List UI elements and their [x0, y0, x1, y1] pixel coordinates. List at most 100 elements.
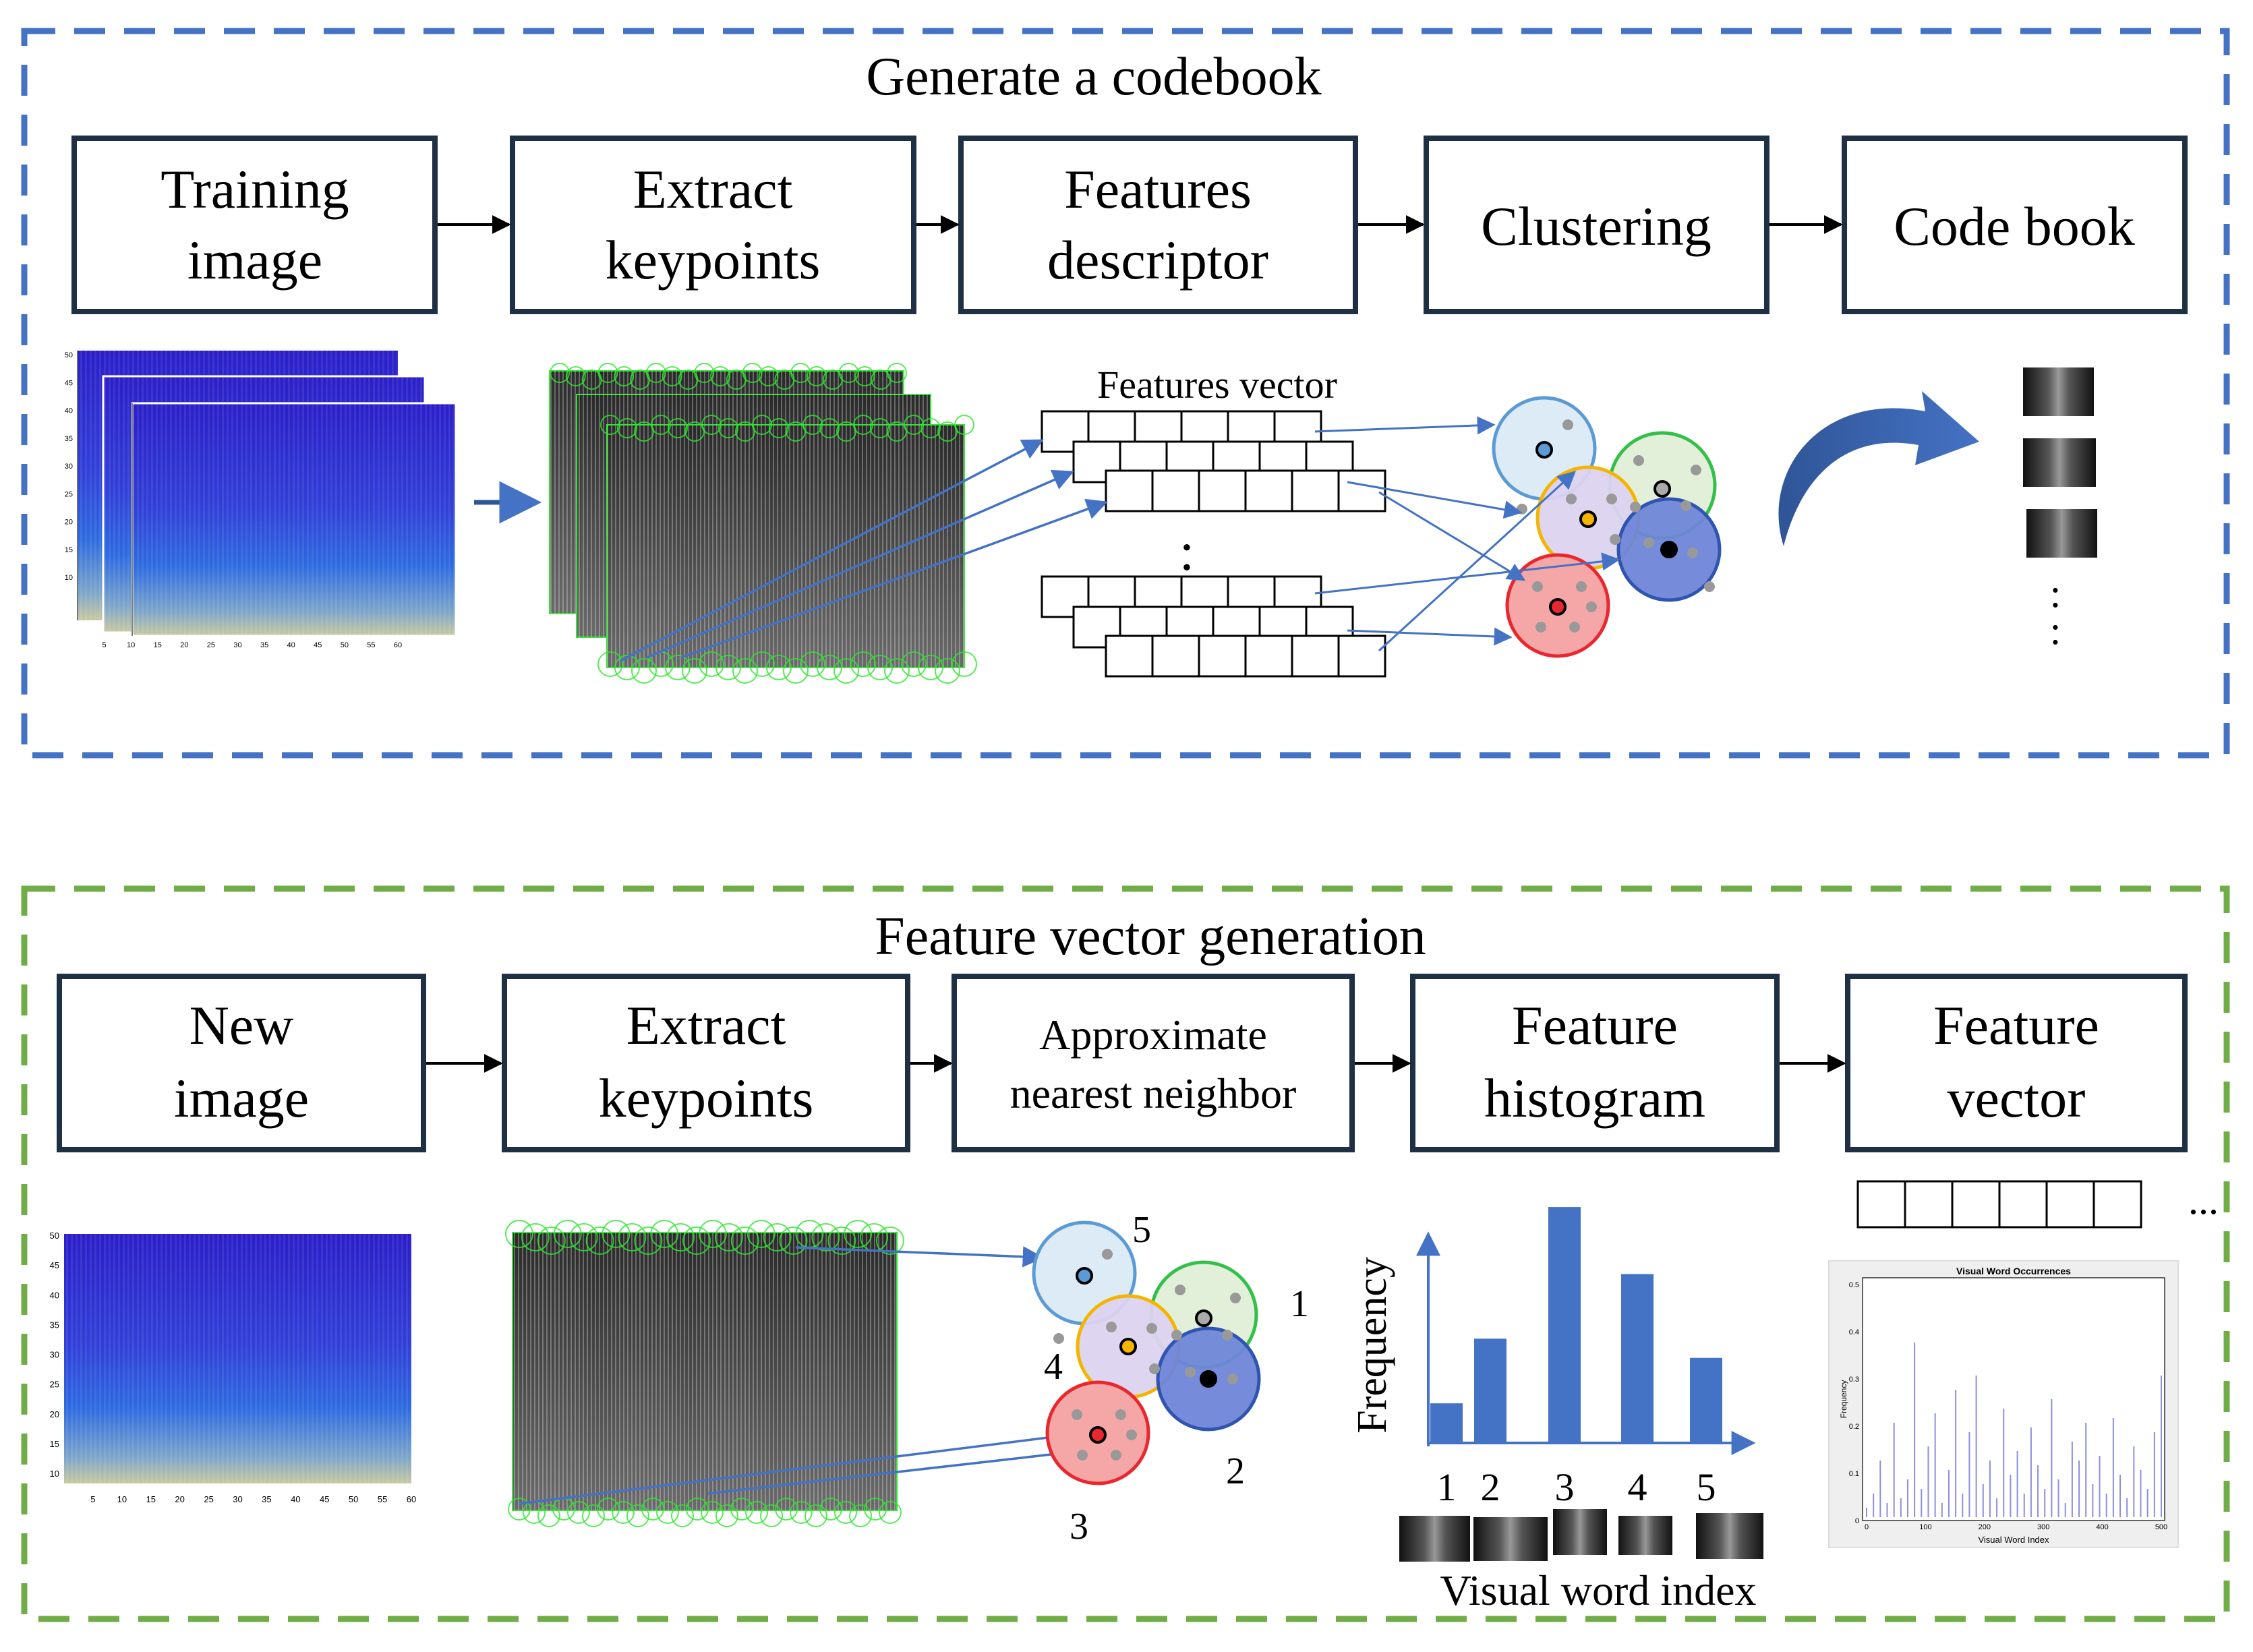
step-label-line2: image	[187, 229, 322, 291]
keypoint-circle	[800, 651, 825, 677]
codebook-step-features-descriptor: Features descriptor	[958, 136, 1358, 314]
feature-vector-ellipsis: ...	[2188, 1178, 2219, 1222]
generation-title: Feature vector generation	[875, 907, 1426, 966]
x-tick-label: 60	[394, 641, 402, 649]
keypoint-circle	[585, 1227, 614, 1255]
x-tick-label: 30	[233, 641, 241, 649]
keypoint-circle	[884, 658, 910, 684]
keypoint-circle	[749, 651, 775, 677]
clustering-to-codebook-arrow	[1778, 391, 1979, 546]
keypoint-circle	[597, 1498, 620, 1521]
keypoint-circle	[645, 363, 666, 383]
keypoint-circle	[641, 1498, 664, 1521]
keypoint-circle	[730, 1227, 759, 1255]
x-tick-label: 25	[207, 641, 215, 649]
keypoint-circle	[844, 1220, 873, 1248]
step-label-line2: keypoints	[599, 1067, 814, 1129]
keypoint-circle	[686, 1498, 709, 1521]
keypoint-circle	[752, 415, 772, 435]
cluster-number: 5	[1132, 1209, 1151, 1251]
step-label-line2: nearest neighbor	[1010, 1069, 1297, 1117]
keypoint-circle	[952, 651, 977, 677]
keypoint-circle	[887, 363, 907, 383]
mini-plot-ylabel: Frequency	[1839, 1380, 1848, 1419]
keypoint-circle	[763, 1223, 792, 1251]
codebook-step-extract-keypoints: Extract keypoints	[510, 136, 916, 314]
keypoint-circle	[904, 415, 924, 435]
keypoint-circle	[954, 415, 974, 435]
y-tick-label: 20	[50, 1409, 59, 1419]
x-tick-label: 50	[349, 1494, 358, 1504]
keypoint-circle	[783, 658, 809, 684]
visual-word-thumb	[1618, 1516, 1672, 1555]
keypoint-circle	[854, 366, 875, 386]
keypoint-circle	[745, 1501, 768, 1524]
visual-word-thumbnails	[1399, 1509, 1763, 1562]
keypoint-circle	[806, 366, 827, 386]
vector-to-cluster-arrow	[1378, 491, 1526, 581]
mini-y-tick: 0	[1855, 1517, 1859, 1525]
step-label-line2: vector	[1948, 1067, 2086, 1129]
generation-section-border	[21, 885, 2230, 1622]
keypoint-circle	[876, 1227, 904, 1255]
keypoint-circle	[553, 1220, 582, 1248]
x-tick-label: 60	[407, 1494, 416, 1504]
keypoint-circle	[665, 655, 691, 680]
keypoint-circle	[701, 415, 722, 435]
keypoint-to-cluster-arrow	[795, 1246, 1045, 1268]
visual-word-thumb	[1399, 1516, 1470, 1562]
y-tick-label: 45	[65, 379, 73, 387]
mini-x-tick: 400	[2096, 1523, 2108, 1531]
keypoint-circle	[597, 651, 623, 677]
cluster-diagram-bottom	[1032, 1220, 1261, 1485]
keypoint-circle	[730, 1498, 753, 1521]
keypoint-circle	[701, 1501, 724, 1524]
y-tick-label: 30	[65, 463, 73, 471]
x-tick-label: 30	[233, 1494, 242, 1504]
step-label-line2: descriptor	[1047, 229, 1268, 291]
keypoint-circle	[668, 418, 688, 438]
keypoint-circle	[597, 363, 618, 383]
keypoint-circle	[901, 651, 927, 677]
y-tick-label: 10	[50, 1469, 59, 1479]
visual-word-occurrences-plot	[1828, 1260, 2179, 1548]
x-tick-label: 5	[103, 641, 107, 649]
cluster-number: 4	[1044, 1346, 1063, 1388]
keypoint-circle	[817, 655, 842, 680]
histogram-bar	[1621, 1274, 1654, 1442]
step-label-line1: Approximate	[1039, 1011, 1267, 1059]
mini-plot-bars	[1866, 1343, 2162, 1517]
keypoint-circle	[682, 658, 707, 684]
keypoint-to-vector-arrow	[680, 498, 1108, 659]
vector-to-cluster-arrow	[1314, 416, 1496, 435]
mini-y-tick: 0.5	[1849, 1281, 1859, 1289]
histogram-bar	[1474, 1338, 1506, 1442]
keypoint-circle	[710, 366, 731, 386]
x-tick-label: 55	[367, 641, 375, 649]
keypoint-circle	[918, 655, 943, 680]
mini-plot-title: Visual Word Occurrences	[1956, 1266, 2071, 1276]
keypoint-to-cluster-arrow	[519, 1424, 1088, 1505]
mini-x-tick: 500	[2155, 1523, 2167, 1531]
keypoint-circle	[790, 363, 811, 383]
mini-y-tick: 0.4	[1849, 1328, 1859, 1336]
vector-to-cluster-arrow	[1347, 627, 1513, 646]
keypoint-circle	[698, 1220, 727, 1248]
keypoint-circle	[853, 415, 873, 435]
visual-word-thumb	[1473, 1517, 1548, 1561]
keypoint-circle	[769, 418, 789, 438]
generation-step-feature-histogram: Feature histogram	[1410, 974, 1780, 1152]
final-feature-vector	[1856, 1180, 2142, 1229]
keypoint-circle	[614, 366, 635, 386]
step-label-line1: New	[189, 995, 294, 1056]
keypoint-circle	[650, 1220, 679, 1248]
keypoint-circle	[833, 658, 859, 684]
keypoint-circle	[612, 1501, 635, 1524]
y-tick-label: 40	[65, 407, 73, 415]
keypoint-circle	[920, 418, 941, 438]
cluster-number: 1	[1290, 1283, 1309, 1325]
